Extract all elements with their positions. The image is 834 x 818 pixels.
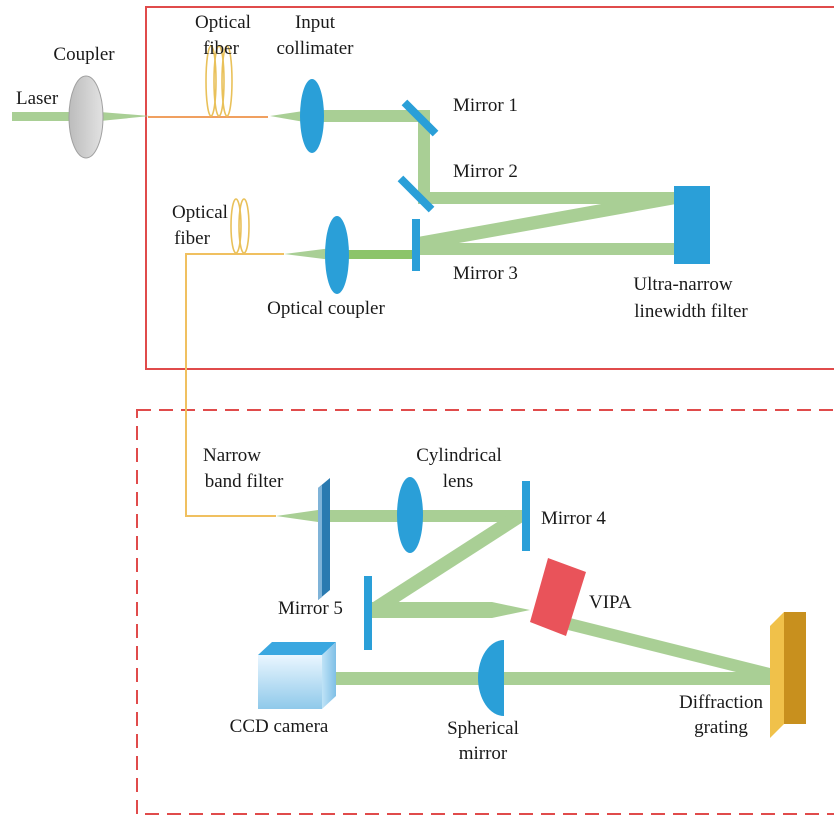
label-mirror-1: Mirror 1	[453, 95, 518, 116]
lower-module-frame	[136, 409, 834, 815]
laser-to-fiber-taper	[100, 112, 150, 121]
mirror-4	[522, 481, 530, 551]
label-diffraction-1: Diffraction	[679, 692, 764, 713]
optical-coupler-lens	[325, 216, 349, 294]
fiber-to-narrow-band-taper	[276, 510, 318, 522]
label-cylindrical-2: lens	[443, 471, 474, 492]
mirror-2	[397, 175, 435, 213]
coupler-to-fiber-taper	[284, 248, 332, 260]
optical-fiber-mid-coil	[230, 198, 250, 254]
mirror1-to-mirror2-beam	[418, 110, 430, 198]
filter-return-diagonal-beam	[412, 192, 676, 250]
label-optical-fiber-top-1: Optical	[195, 12, 251, 33]
optical-fiber-top-coil	[205, 45, 233, 117]
label-diffraction-2: grating	[694, 717, 748, 738]
input-collimator-lens	[300, 79, 324, 153]
filter-return-lower-beam	[420, 243, 676, 255]
label-ultra-narrow-2: linewidth filter	[634, 301, 748, 322]
label-optical-fiber-mid-2: fiber	[174, 228, 211, 249]
label-optical-fiber-mid-1: Optical	[172, 202, 228, 223]
label-spherical-2: mirror	[459, 743, 508, 764]
label-ccd-camera: CCD camera	[230, 716, 329, 737]
label-mirror-5: Mirror 5	[278, 598, 343, 619]
label-input-collimater-2: collimater	[276, 38, 354, 59]
grating-to-spherical-beam	[504, 672, 778, 685]
label-narrow-band-1: Narrow	[203, 445, 261, 466]
mirror-1	[401, 99, 439, 137]
spherical-to-ccd-beam	[334, 672, 480, 685]
label-mirror-2: Mirror 2	[453, 161, 518, 182]
label-mirror-3: Mirror 3	[453, 263, 518, 284]
cylindrical-lens	[397, 477, 423, 553]
collimated-beam	[312, 110, 418, 122]
vipa-to-grating-beam	[568, 618, 778, 682]
vipa-etalon	[530, 558, 586, 636]
label-optical-coupler: Optical coupler	[267, 298, 385, 319]
coupler-lens	[68, 75, 104, 159]
ccd-camera	[258, 642, 336, 709]
label-cylindrical-1: Cylindrical	[416, 445, 501, 466]
label-ultra-narrow-1: Ultra-narrow	[633, 274, 732, 295]
mirror-5	[364, 576, 372, 650]
diffraction-grating	[770, 612, 806, 738]
mirror4-to-mirror5-diagonal-beam	[370, 510, 526, 614]
fiber-mid-line	[185, 253, 284, 517]
label-narrow-band-2: band filter	[205, 471, 284, 492]
coupler-beam	[346, 250, 412, 259]
upper-beam-path	[12, 110, 676, 260]
upper-module-frame	[145, 6, 834, 370]
label-input-collimater-1: Input	[295, 12, 336, 33]
narrow-band-filter	[318, 478, 330, 600]
label-spherical-1: Spherical	[447, 718, 519, 739]
mirror2-to-filter-beam	[418, 192, 676, 204]
label-coupler: Coupler	[53, 44, 115, 65]
ultra-narrow-linewidth-filter	[674, 186, 710, 264]
spherical-mirror	[478, 640, 504, 716]
mirror5-to-vipa-beam	[372, 602, 530, 618]
label-vipa: VIPA	[589, 592, 632, 613]
mirror-3	[412, 219, 420, 271]
narrow-band-to-mirror4-beam	[326, 510, 522, 522]
fiber-to-collimator-taper	[270, 110, 310, 123]
lower-beam-path	[276, 510, 778, 685]
input-beam	[12, 112, 70, 121]
label-mirror-4: Mirror 4	[541, 508, 606, 529]
label-laser: Laser	[16, 88, 59, 109]
label-optical-fiber-top-2: fiber	[203, 38, 240, 59]
